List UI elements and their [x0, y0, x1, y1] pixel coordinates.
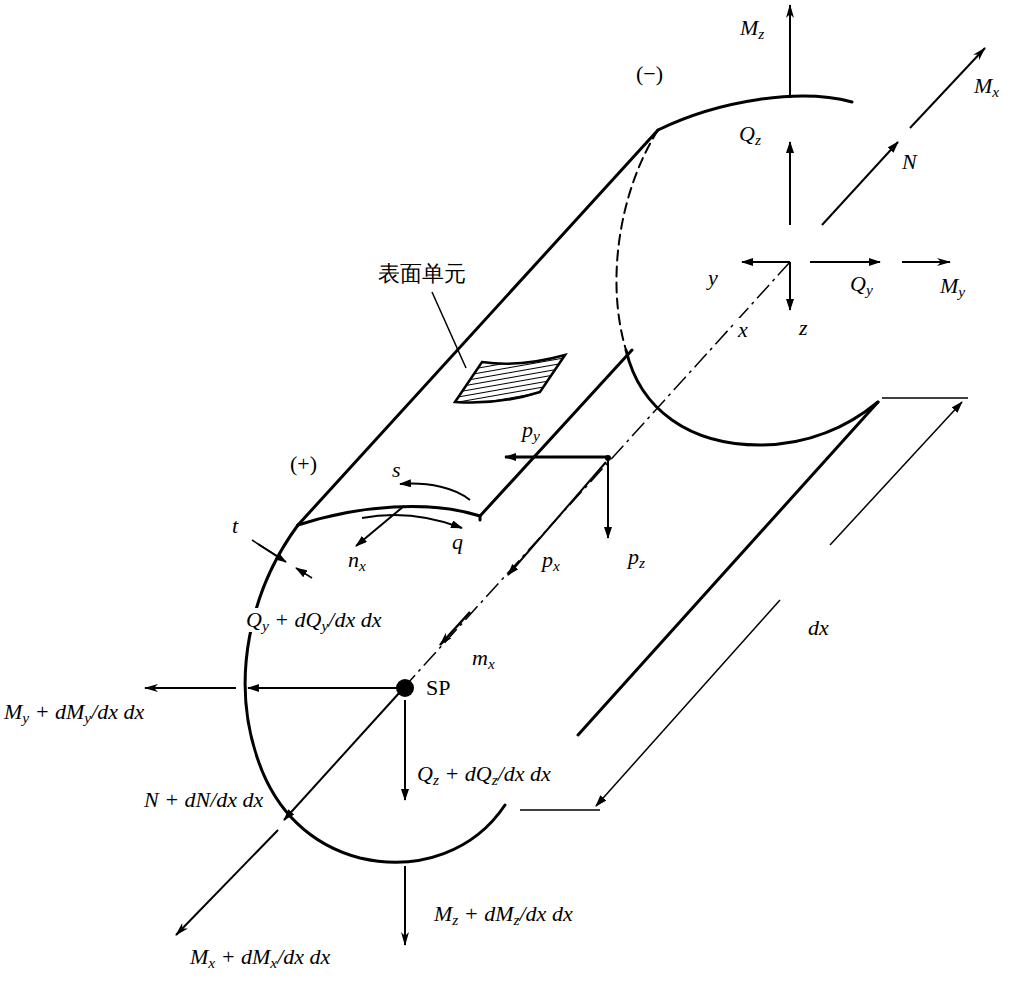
force-label: y [706, 266, 720, 290]
force-label: t [230, 514, 240, 538]
force-label: Qy [848, 272, 875, 296]
force-label: Mx [972, 74, 1001, 98]
force-label: Qz + dQz/dx dx [415, 762, 553, 786]
force-label: Qy + dQy/dx dx [244, 608, 383, 632]
force-label: SP [424, 676, 452, 700]
force-label: px [540, 548, 562, 572]
force-label: nx [346, 548, 368, 572]
force-label: (+) [288, 452, 319, 476]
force-label: (−) [634, 62, 665, 86]
force-label: py [520, 418, 542, 442]
force-label: q [450, 530, 465, 554]
force-label: Mz [738, 16, 766, 40]
force-label: mx [470, 646, 497, 670]
force-label: s [390, 458, 403, 482]
force-label: Mx + dMx/dx dx [188, 945, 332, 969]
force-label: My + dMy/dx dx [2, 700, 146, 724]
force-label: z [797, 316, 810, 340]
force-label: My [938, 274, 967, 298]
force-label: Mz + dMz/dx dx [432, 902, 575, 926]
force-label: Qz [737, 122, 763, 146]
force-label: N + dN/dx dx [142, 788, 265, 812]
force-label: dx [806, 616, 831, 640]
force-label: N [900, 150, 919, 174]
force-label: pz [626, 545, 647, 569]
force-label: 表面单元 [376, 262, 468, 286]
force-label: x [736, 318, 750, 342]
